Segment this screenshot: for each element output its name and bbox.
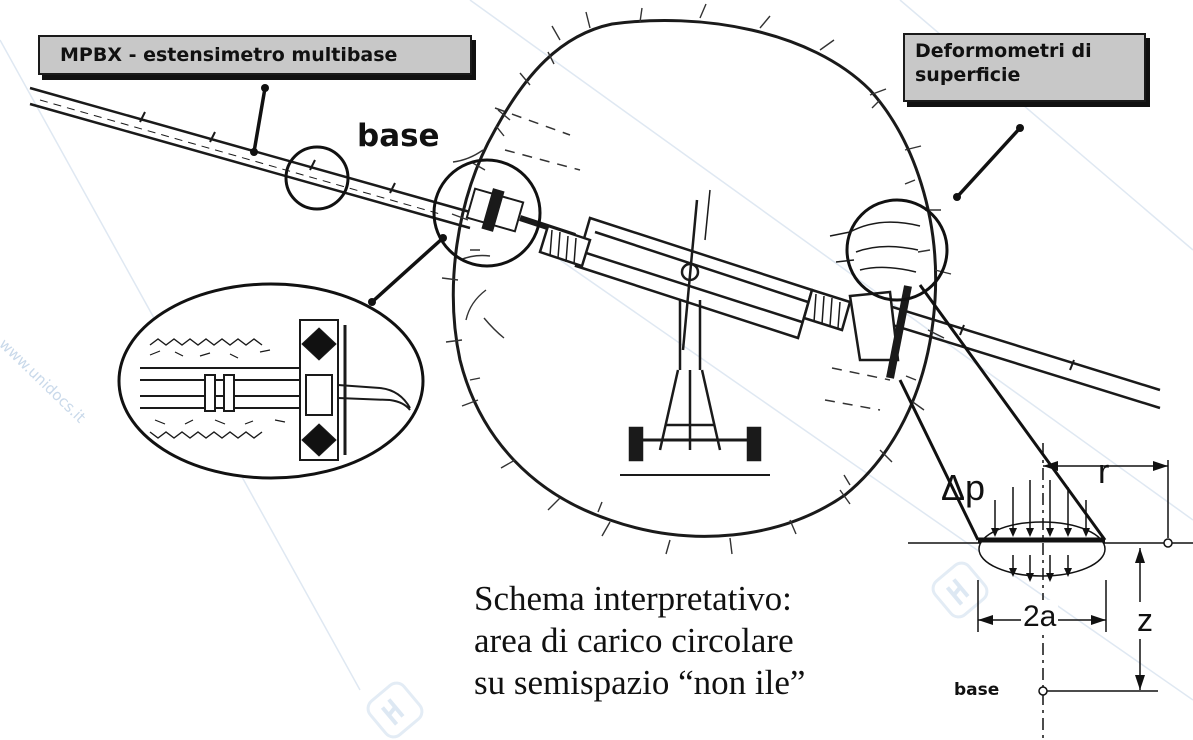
base-highlight-circle [284,145,350,211]
mpbx-label-text: MPBX - estensimetro multibase [60,44,398,66]
leader-dot-deform-end [953,193,961,201]
delta-p-label: Δp [941,467,986,508]
base-label-top: base [357,118,440,154]
tripod-support [620,189,770,476]
leader-dot-detail [439,234,447,242]
tunnel-outline [451,19,938,538]
two-a-label: 2a [1021,600,1059,634]
anchor-highlight-circle [432,158,542,268]
scheme-caption: Schema interpretativo: area di carico ci… [474,579,806,702]
load-scheme [908,443,1193,740]
leader-dot-deform [1016,124,1024,132]
leader-lines [252,87,1022,304]
deformometri-label: Deformometri di superficie [903,33,1146,102]
base-label-bottom: base [954,680,1000,700]
mpbx-label: MPBX - estensimetro multibase [38,35,472,75]
leader-dot-mpbx-end [250,148,258,156]
watermark-logo-1 [366,681,424,739]
z-label: z [1137,602,1153,639]
leader-dot-detail-end [368,298,376,306]
r-label: r [1098,453,1110,491]
leader-dot-mpbx [261,84,269,92]
watermark-logo-2 [931,561,989,619]
dashed-reference-lines [494,107,891,411]
deformometer-wires [829,221,921,273]
anchor-detail-drawing [140,319,411,461]
deformometer-highlight-circle [845,198,949,302]
projection-lines [898,284,1107,541]
mpbx-borehole [29,86,471,230]
right-borehole [869,298,1161,410]
bearing-plate-right [848,285,912,379]
